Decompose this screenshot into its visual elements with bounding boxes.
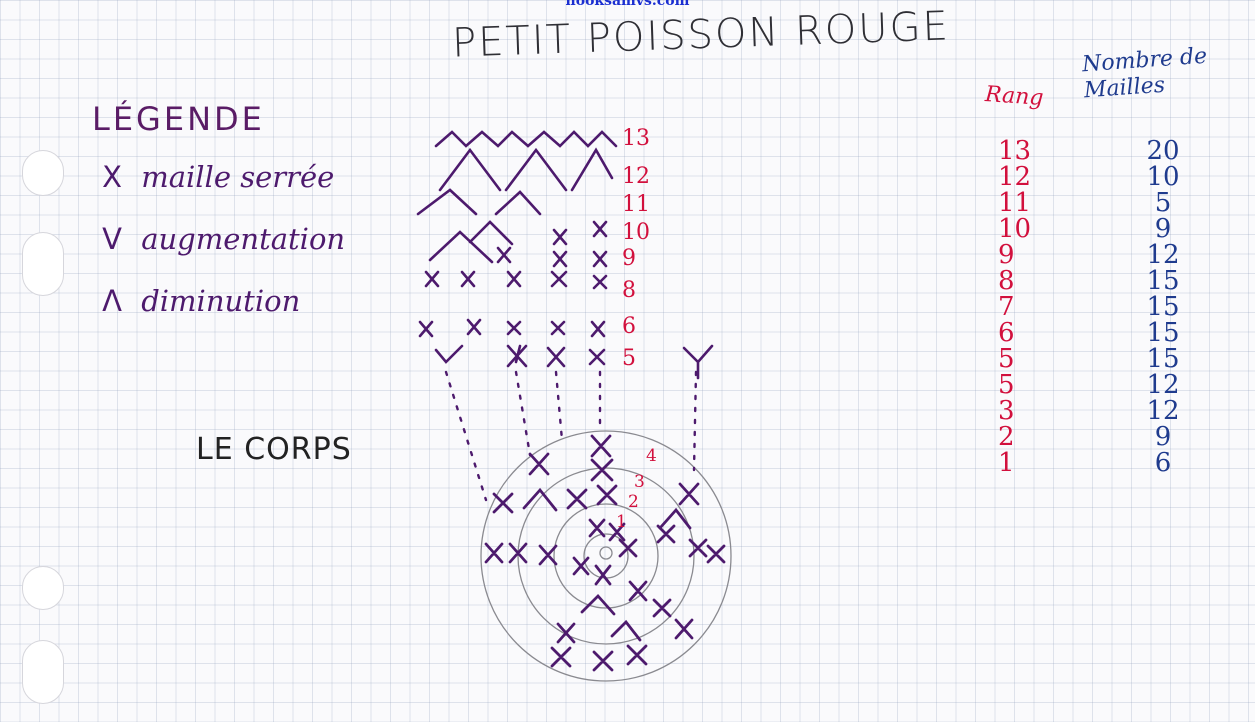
tail-row-number: 8 xyxy=(622,278,636,303)
single-crochet-x-icon: X xyxy=(102,160,122,194)
section-label-body: LE CORPS xyxy=(196,432,352,467)
mailles-value: 15 xyxy=(1146,266,1180,296)
tail-row-number: 12 xyxy=(622,164,650,189)
binder-hole-1 xyxy=(22,150,64,196)
decrease-lambda-icon: Λ xyxy=(102,284,122,318)
legend-item-increase: V augmentation xyxy=(92,222,345,256)
binder-hole-4 xyxy=(22,640,64,704)
legend-title: LÉGENDE xyxy=(92,100,265,138)
rang-value: 3 xyxy=(998,396,1015,426)
single-crochet-x-icons xyxy=(418,220,608,368)
row-12-increase-icons xyxy=(438,147,614,192)
tail-stitches xyxy=(416,130,714,380)
body-single-crochet-icons xyxy=(484,434,726,672)
rang-value: 5 xyxy=(998,370,1015,400)
rang-value: 13 xyxy=(998,136,1032,166)
tail-row-number: 6 xyxy=(622,314,636,339)
tail-row-number: 11 xyxy=(622,192,650,217)
rang-value: 9 xyxy=(998,240,1015,270)
rang-value: 10 xyxy=(998,214,1032,244)
connector-line xyxy=(514,370,532,457)
mailles-column: 20 10 5 9 12 15 15 15 15 12 12 9 6 xyxy=(1138,138,1188,476)
mailles-value: 12 xyxy=(1146,370,1180,400)
tail-row-number: 9 xyxy=(622,246,636,271)
magic-ring xyxy=(599,546,613,560)
connector-line xyxy=(554,370,564,442)
fin-increase-icon xyxy=(682,344,714,380)
mailles-value: 12 xyxy=(1146,396,1180,426)
mailles-value: 20 xyxy=(1146,136,1180,166)
body-round-number: 4 xyxy=(646,446,657,466)
rang-column-header: Rang xyxy=(984,81,1045,112)
body-rings xyxy=(480,430,732,682)
body-round-number: 3 xyxy=(634,472,645,492)
mailles-value: 15 xyxy=(1146,344,1180,374)
mailles-value: 12 xyxy=(1146,240,1180,270)
tail-row-number: 10 xyxy=(622,220,650,245)
tail-row-number: 13 xyxy=(622,126,650,151)
mailles-column-header: Nombre de Mailles xyxy=(1081,44,1209,105)
connector-line xyxy=(692,370,698,472)
row-13-increase-icons xyxy=(434,130,618,148)
round-2-ring xyxy=(553,503,659,609)
body-decrease-icons xyxy=(522,487,692,642)
binder-hole-3 xyxy=(22,566,64,610)
round-3-ring xyxy=(517,467,695,645)
connector-line xyxy=(444,370,488,502)
mailles-value: 5 xyxy=(1154,188,1172,218)
row-5-increase-icons xyxy=(434,344,522,364)
body-round-number: 1 xyxy=(616,512,627,532)
row-10-decrease-icons xyxy=(428,220,514,264)
tail-row-number: 5 xyxy=(622,346,636,371)
mailles-value: 6 xyxy=(1154,448,1172,478)
legend-item-decrease: Λ diminution xyxy=(92,284,300,318)
mailles-value: 15 xyxy=(1146,292,1180,322)
increase-v-icon: V xyxy=(102,222,122,256)
legend-label: augmentation xyxy=(141,222,346,256)
row-11-decrease-icons xyxy=(416,188,542,216)
legend-label: diminution xyxy=(141,284,301,318)
rang-column: 13 12 11 10 9 8 7 6 5 5 3 2 1 xyxy=(998,138,1031,476)
connector-lines xyxy=(444,370,698,502)
legend-item-single-crochet: X maille serrée xyxy=(92,160,334,194)
round-4-ring xyxy=(480,430,732,682)
mailles-value: 10 xyxy=(1146,162,1180,192)
rang-value: 1 xyxy=(998,448,1015,478)
rang-value: 7 xyxy=(998,292,1015,322)
mailles-value: 15 xyxy=(1146,318,1180,348)
rang-value: 5 xyxy=(998,344,1015,374)
mailles-value: 9 xyxy=(1154,214,1172,244)
mailles-value: 9 xyxy=(1154,422,1172,452)
rang-value: 12 xyxy=(998,162,1032,192)
binder-hole-2 xyxy=(22,232,64,296)
rang-value: 11 xyxy=(998,188,1032,218)
rang-value: 8 xyxy=(998,266,1015,296)
rang-value: 2 xyxy=(998,422,1015,452)
legend-label: maille serrée xyxy=(141,160,335,194)
body-stitches xyxy=(484,434,726,672)
rang-value: 6 xyxy=(998,318,1015,348)
watermark: hooksamvs.com xyxy=(565,0,690,9)
body-round-number: 2 xyxy=(628,492,639,512)
